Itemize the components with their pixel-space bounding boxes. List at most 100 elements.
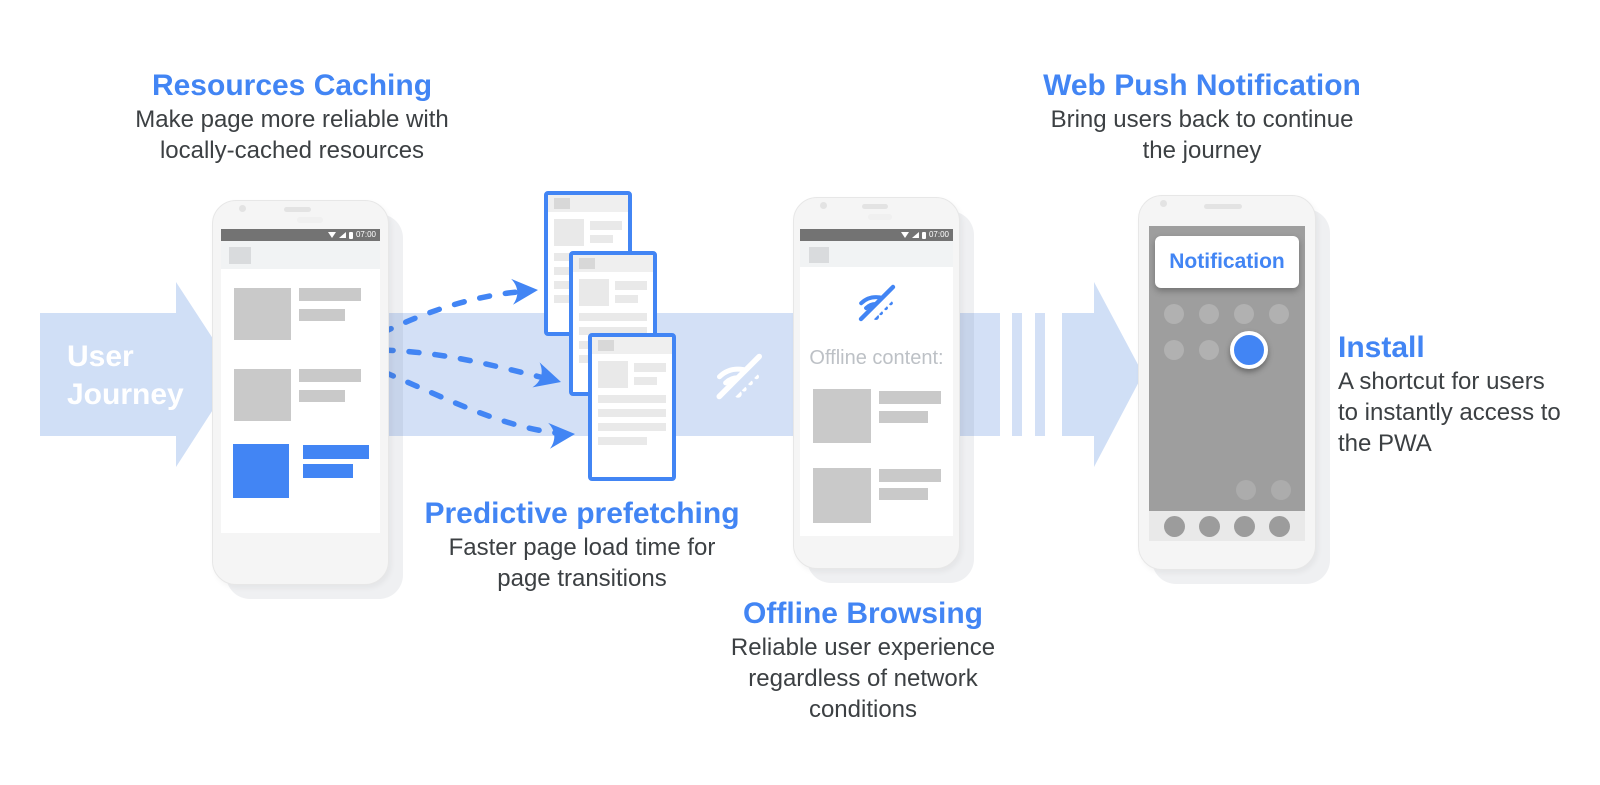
image-placeholder — [554, 219, 584, 246]
logo-placeholder — [598, 340, 614, 351]
logo-placeholder — [579, 258, 595, 269]
cached-text-placeholder — [303, 464, 353, 478]
user-journey-label: User Journey — [67, 338, 184, 414]
wifi-icon — [900, 232, 909, 238]
text-placeholder — [634, 363, 666, 372]
cached-image-placeholder — [233, 444, 289, 498]
app-header — [221, 241, 380, 269]
logo-placeholder — [809, 247, 829, 263]
text-placeholder — [598, 395, 666, 403]
app-icon-dot — [1236, 480, 1256, 500]
prefetched-page-card — [588, 333, 676, 481]
status-bar: 07:00 — [800, 229, 953, 241]
prefetch-arrowhead — [511, 278, 538, 305]
text-placeholder — [615, 281, 647, 290]
wifi-off-icon — [716, 353, 768, 404]
earpiece-slot — [868, 214, 892, 220]
text-placeholder — [579, 327, 647, 335]
user-journey-label-line: Journey — [67, 378, 184, 411]
image-placeholder — [813, 389, 871, 443]
section-desc-line: page transitions — [497, 565, 667, 592]
status-time: 07:00 — [355, 230, 376, 239]
dock-app-dot — [1269, 516, 1290, 537]
prefetch-arrow-line — [381, 369, 569, 437]
offline-content-label: Offline content: — [809, 347, 944, 369]
signal-icon — [338, 232, 346, 238]
text-placeholder — [879, 411, 928, 423]
wifi-off-icon — [852, 277, 900, 325]
app-icon-dot — [1164, 304, 1184, 324]
text-placeholder — [634, 377, 657, 385]
text-placeholder — [598, 423, 666, 431]
page-header — [573, 255, 653, 272]
app-icon-dot — [1199, 304, 1219, 324]
text-placeholder — [879, 469, 941, 482]
phone-screen: 07:00 Offline content: — [800, 229, 953, 536]
text-placeholder — [598, 409, 666, 417]
text-placeholder — [299, 390, 345, 402]
camera-dot — [239, 205, 246, 212]
dock-app-dot — [1199, 516, 1220, 537]
text-placeholder — [299, 288, 361, 301]
journey-dash-bar — [1035, 313, 1045, 436]
app-header — [800, 241, 953, 267]
installed-pwa-icon — [1230, 331, 1268, 369]
page-body — [592, 354, 672, 445]
section-desc-line: the PWA — [1338, 430, 1432, 457]
speaker-slot — [862, 204, 888, 209]
section-desc-line: Make page more reliable with — [135, 106, 449, 133]
section-desc-line: locally-cached resources — [159, 137, 425, 164]
section-title: Offline Browsing — [743, 597, 983, 630]
journey-arrow-head — [1062, 282, 1143, 467]
signal-icon — [911, 232, 919, 238]
section-desc-line: to instantly access to — [1338, 399, 1561, 426]
text-placeholder — [299, 369, 361, 382]
article-row — [579, 279, 647, 306]
app-icon-dot — [1271, 480, 1291, 500]
app-icon-dot — [1269, 304, 1289, 324]
camera-dot — [1160, 200, 1167, 207]
article-row — [554, 219, 622, 246]
user-journey-label-line: User — [67, 340, 134, 373]
section-title: Web Push Notification — [1043, 69, 1361, 102]
caption-install: Install A shortcut for users to instantl… — [1338, 330, 1598, 459]
user-journey-arrow — [40, 282, 236, 467]
text-placeholder — [615, 295, 638, 303]
text-placeholder — [879, 391, 941, 404]
prefetch-arrow-line — [379, 288, 533, 336]
text-placeholder — [590, 235, 613, 243]
caption-offline-browsing: Offline Browsing Reliable user experienc… — [663, 596, 1063, 725]
text-placeholder — [299, 309, 345, 321]
wifi-icon — [327, 232, 336, 238]
section-desc-line: the journey — [1142, 137, 1262, 164]
phone-screen: 07:00 — [221, 229, 380, 533]
section-desc-line: Faster page load time for — [448, 534, 716, 561]
caption-web-push-notification: Web Push Notification Bring users back t… — [1002, 68, 1402, 166]
text-placeholder — [579, 313, 647, 321]
image-placeholder — [234, 369, 291, 421]
notification-label: Notification — [1169, 250, 1285, 273]
status-time: 07:00 — [928, 230, 949, 239]
battery-icon — [348, 231, 353, 239]
section-title: Predictive prefetching — [424, 497, 740, 530]
page-header — [548, 195, 628, 212]
image-placeholder — [579, 279, 609, 306]
text-placeholder — [598, 437, 647, 445]
caption-predictive-prefetching: Predictive prefetching Faster page load … — [382, 496, 782, 594]
text-placeholder — [590, 221, 622, 230]
image-placeholder — [598, 361, 628, 388]
section-desc-line: regardless of network — [748, 665, 978, 692]
section-title: Resources Caching — [151, 69, 433, 102]
text-placeholder — [879, 488, 928, 500]
article-row — [598, 361, 666, 388]
speaker-slot — [1204, 204, 1242, 209]
image-placeholder — [234, 288, 291, 340]
prefetch-arrows — [379, 288, 569, 437]
prefetch-arrowhead — [548, 422, 575, 449]
earpiece-slot — [297, 217, 323, 223]
image-placeholder — [813, 468, 871, 523]
page-header — [592, 337, 672, 354]
section-desc-line: A shortcut for users — [1338, 368, 1545, 395]
status-bar: 07:00 — [221, 229, 380, 241]
